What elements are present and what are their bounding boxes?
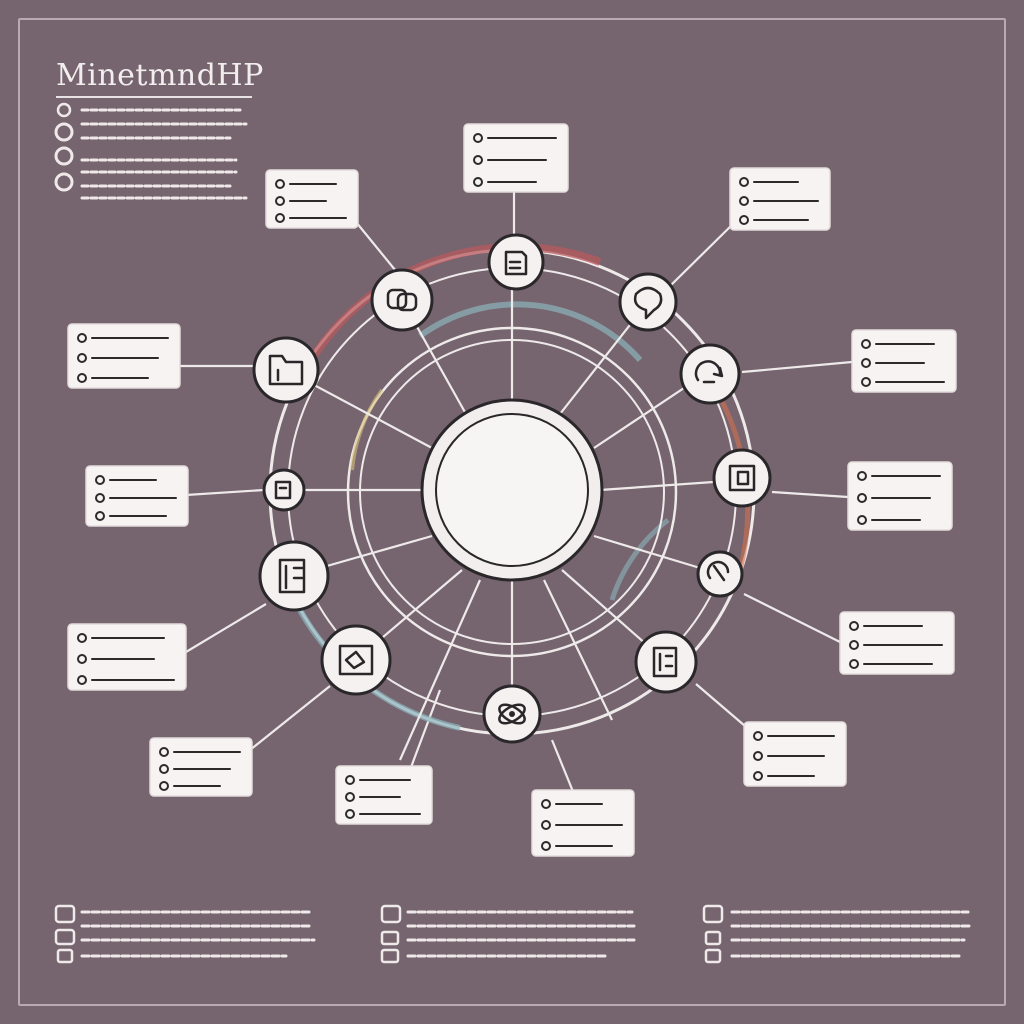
card-top-right[interactable] [729, 167, 831, 231]
central-hub[interactable] [420, 398, 604, 582]
title-underline [56, 96, 252, 98]
grid-icon[interactable] [712, 448, 772, 508]
card-bottom-left[interactable] [149, 737, 253, 797]
card-top-left[interactable] [265, 169, 359, 229]
footer-scribble-mid [380, 904, 636, 964]
list-icon[interactable] [634, 630, 698, 694]
card-right-3[interactable] [839, 611, 955, 675]
card-left-1[interactable] [67, 323, 181, 389]
footer-scribble-right [702, 904, 972, 964]
clipboard-icon[interactable] [258, 540, 330, 612]
page-title: MinetmndHP [56, 58, 264, 93]
outer-frame [18, 18, 1006, 1006]
chat-icon[interactable] [618, 272, 678, 332]
card-bottom-right[interactable] [743, 721, 847, 787]
intro-scribble [54, 102, 248, 200]
atom-icon[interactable] [482, 684, 542, 744]
tag-icon[interactable] [262, 468, 306, 512]
card-bottom-mid-left[interactable] [335, 765, 433, 825]
document-icon[interactable] [487, 233, 545, 291]
folder-icon[interactable] [252, 336, 320, 404]
card-right-2[interactable] [847, 461, 953, 531]
card-left-3[interactable] [67, 623, 187, 691]
puzzle-icon[interactable] [320, 624, 392, 696]
card-left-2[interactable] [85, 465, 189, 527]
card-right-1[interactable] [851, 329, 957, 393]
cycle-icon[interactable] [696, 550, 744, 598]
footer-scribble-left [54, 904, 316, 964]
refresh-icon[interactable] [679, 343, 741, 405]
card-bottom-mid[interactable] [531, 789, 635, 857]
card-top[interactable] [463, 123, 569, 193]
link-icon[interactable] [370, 268, 434, 332]
